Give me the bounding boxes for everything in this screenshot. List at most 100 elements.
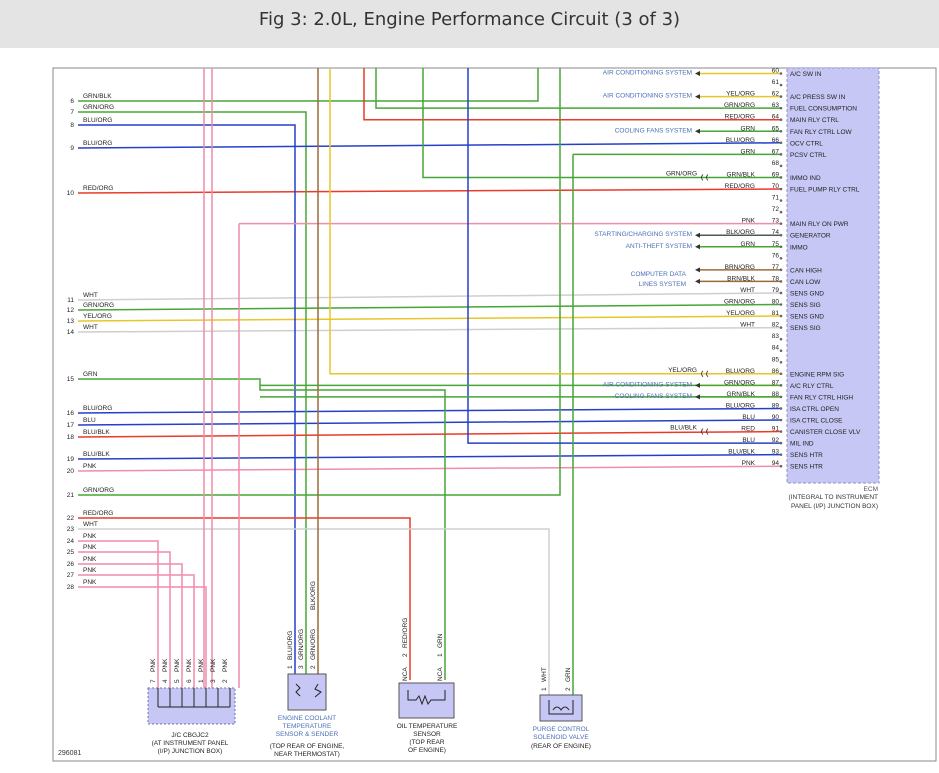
left-wire-label: WHT	[83, 521, 98, 528]
ect-pin-number: 3	[298, 665, 305, 669]
ecm-terminal	[779, 407, 783, 410]
jc-pin-number: 6	[186, 679, 193, 683]
ecm-pin-function: MAIN RLY ON PWR	[790, 221, 849, 228]
ecm-box	[786, 67, 880, 484]
inline-wire-label: YEL/ORG	[668, 367, 697, 374]
ecm-wire-label: GRN	[741, 241, 756, 248]
ecm-wire-label: GRN/ORG	[724, 379, 755, 386]
ecm-wire-label: GRN/ORG	[724, 102, 755, 109]
left-pin-number: 6	[70, 98, 74, 105]
ecm-pin-number: 89	[772, 402, 780, 409]
ecm-pin-number: 62	[772, 91, 780, 98]
ecm-pin-number: 61	[772, 79, 780, 86]
left-pin-number: 14	[67, 329, 75, 336]
left-pin-number: 15	[67, 376, 75, 383]
left-wire-label: BLU/ORG	[83, 117, 112, 124]
ecm-pin-function: CAN HIGH	[790, 267, 822, 274]
left-wire-label: BLU/BLK	[83, 451, 110, 458]
wire-fuel-pump-relay	[77, 188, 782, 194]
wire-pin22	[78, 517, 411, 680]
ecm-pin-function: A/C PRESS SW IN	[790, 94, 846, 101]
ecm-pin-number: 84	[772, 345, 780, 352]
wire-main-rly	[363, 68, 781, 121]
system-link: LINES SYSTEM	[639, 281, 686, 288]
ecm-pin-function: SENS SIG	[790, 302, 821, 309]
ecm-pin-number: 85	[772, 356, 780, 363]
wire-mil	[467, 68, 781, 444]
left-wire-label: GRN/ORG	[83, 104, 114, 111]
ecm-pin-function: IMMO IND	[790, 175, 821, 182]
ecm-pin-function: OCV CTRL	[790, 140, 823, 147]
purge-valve-box	[539, 694, 583, 722]
purge-location: (REAR OF ENGINE)	[531, 743, 591, 750]
oil-nca-label: NCA	[402, 667, 409, 681]
left-pin-number: 18	[67, 434, 75, 441]
left-pin-number: 21	[67, 492, 75, 499]
connector-icon	[701, 174, 709, 181]
ecm-pin-number: 78	[772, 275, 780, 282]
ecm-pin-function: ISA CTRL CLOSE	[790, 418, 843, 425]
ecm-pin-number: 76	[772, 252, 780, 259]
left-wire-label: GRN/BLK	[83, 93, 112, 100]
ecm-terminal	[779, 430, 783, 433]
left-wire-label: PNK	[83, 556, 97, 563]
left-pin-number: 23	[67, 526, 75, 533]
ecm-terminal	[779, 72, 783, 75]
ecm-pin-function: SENS HTR	[790, 464, 823, 471]
ecm-pin-number: 93	[772, 449, 780, 456]
ecm-pin-number: 63	[772, 102, 780, 109]
ecm-pin-function: PCSV CTRL	[790, 152, 827, 159]
wire-jc	[78, 586, 207, 688]
oil-pin-number: 2	[402, 653, 409, 657]
ecm-terminal	[779, 349, 783, 353]
ecm-pin-number: 82	[772, 322, 780, 329]
ecm-pin-function: IMMO	[790, 244, 808, 251]
ecm-terminal	[779, 245, 783, 249]
ecm-wire-label: BRN/ORG	[725, 264, 755, 271]
ecm-terminal	[779, 129, 783, 133]
wire-jc	[78, 551, 171, 688]
ecm-pin-number: 75	[772, 241, 780, 248]
left-wire-label: PNK	[83, 579, 97, 586]
left-wire-label: BLU/ORG	[83, 405, 112, 412]
purge-pin-wire: GRN	[565, 667, 572, 682]
ecm-pin-function: SENS GND	[790, 314, 824, 321]
left-pin-number: 26	[67, 561, 75, 568]
jc-pin-wire: PNK	[222, 658, 229, 672]
wire-pin6	[78, 68, 539, 102]
ect-location: NEAR THERMOSTAT)	[274, 751, 340, 758]
ecm-wire-label: BLU/ORG	[726, 137, 755, 144]
ect-location: (TOP REAR OF ENGINE,	[270, 743, 345, 750]
ecm-terminal	[779, 141, 783, 145]
purge-pin-number: 2	[565, 687, 572, 691]
figure-title: Fig 3: 2.0L, Engine Performance Circuit …	[258, 9, 681, 30]
jc-label: J/C CBGJC2	[171, 732, 209, 739]
system-link: COMPUTER DATA	[631, 271, 687, 278]
ecm-pin-function: SENS GND	[790, 290, 824, 297]
jc-pin-number: 5	[174, 679, 181, 683]
wire-isa-open	[77, 407, 782, 414]
ecm-terminal	[779, 303, 783, 306]
ecm-pin-number: 64	[772, 114, 780, 121]
ecm-pin-function: SENS SIG	[790, 325, 821, 332]
ecm-wire-label: BLU/BLK	[728, 449, 755, 456]
system-link: COOLING FANS SYSTEM	[615, 127, 692, 134]
left-pin-number: 27	[67, 572, 75, 579]
jc-pin-wire: PNK	[162, 658, 169, 672]
ecm-wire-label: WHT	[740, 287, 755, 294]
ecm-description: (INTEGRAL TO INSTRUMENT	[789, 494, 878, 501]
left-wire-label: GRN/ORG	[83, 487, 114, 494]
ecm-pin-number: 71	[772, 195, 780, 202]
arrow-icon	[695, 278, 700, 284]
left-wire-label: WHT	[83, 292, 98, 299]
jc-pin-number: 7	[150, 679, 157, 683]
ecm-terminal	[779, 199, 783, 202]
ecm-pin-number: 86	[772, 368, 780, 375]
wire-pin23	[78, 528, 550, 695]
arrow-icon	[695, 394, 700, 400]
system-link: ANTI-THEFT SYSTEM	[626, 243, 692, 250]
system-link: AIR CONDITIONING SYSTEM	[603, 70, 692, 77]
ecm-pin-number: 90	[772, 414, 780, 421]
left-pin-number: 9	[70, 145, 74, 152]
ecm-pin-number: 83	[772, 333, 780, 340]
